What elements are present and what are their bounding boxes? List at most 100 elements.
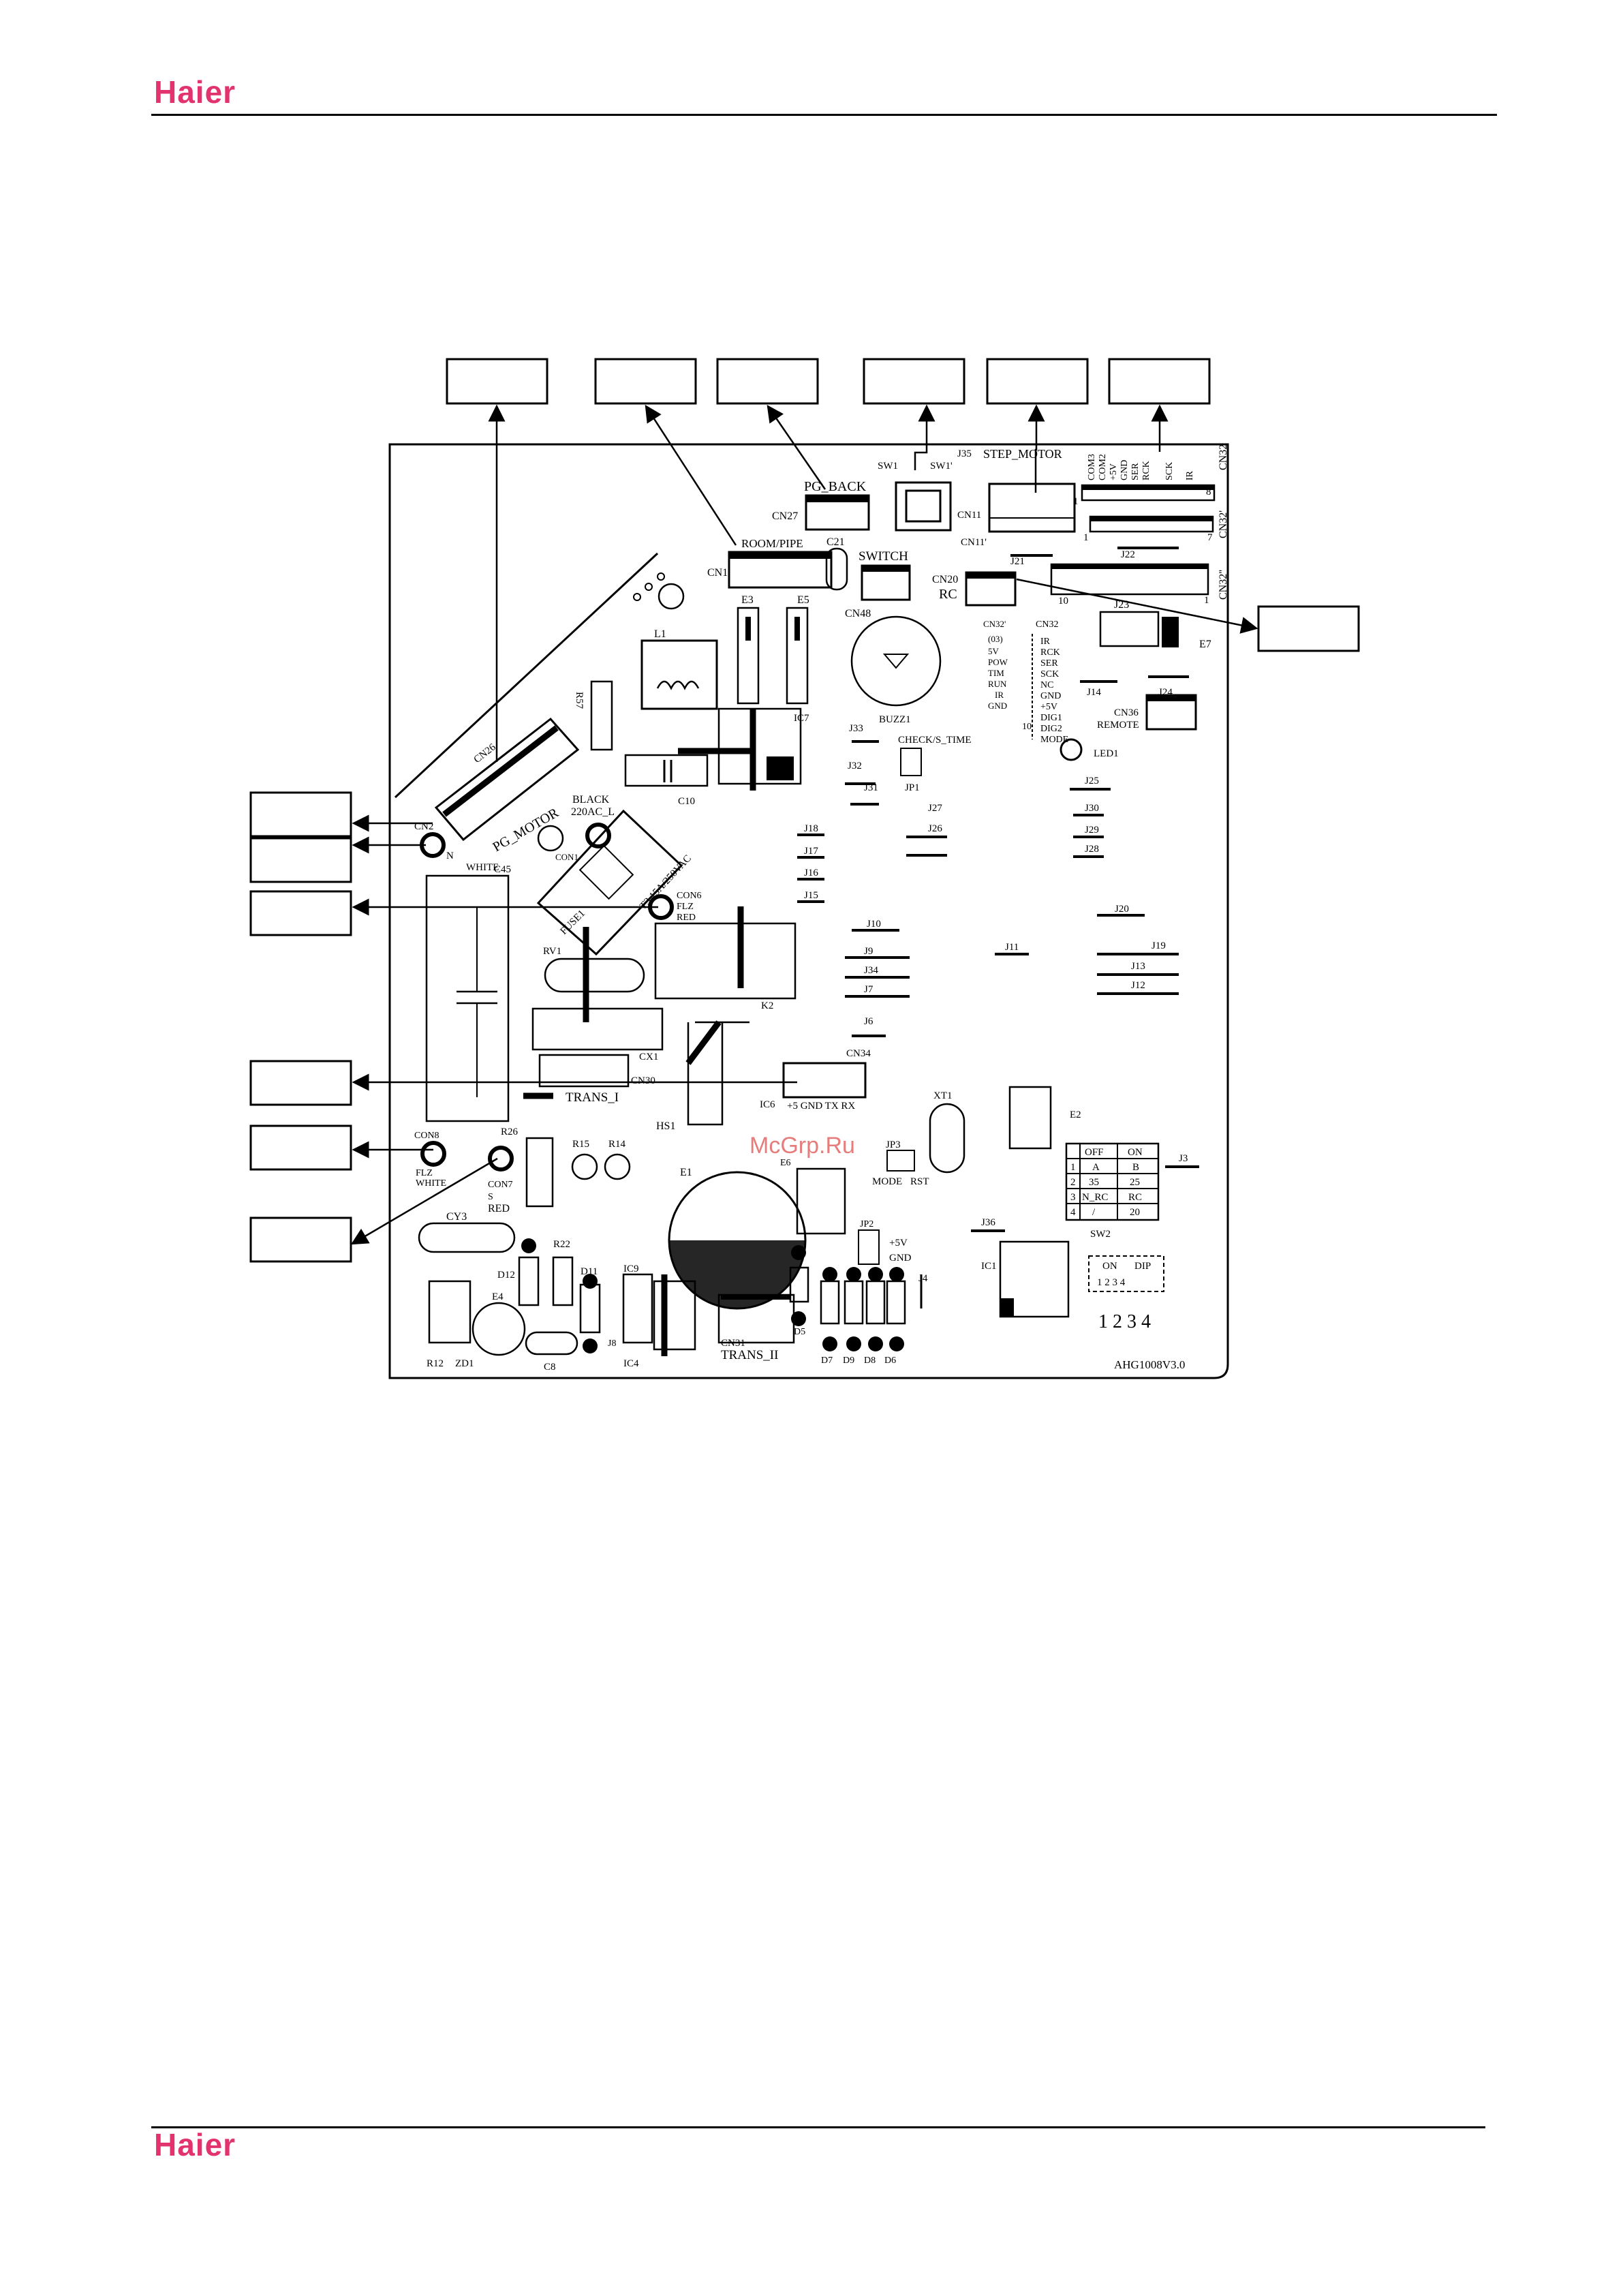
label-con1: CON1 (555, 852, 578, 862)
label-jp2-gnd: GND (889, 1253, 912, 1264)
cn32-left-pins: CN32' (03) 5V POW TIM RUN IR GND (983, 619, 1008, 711)
label-ic6: IC6 (760, 1099, 775, 1110)
label-k2: K2 (761, 1000, 773, 1011)
label-rst: RST (910, 1176, 929, 1187)
cy3-capacitor: CY3 (418, 1211, 516, 1253)
pin-label: SCK (1040, 669, 1059, 679)
label-dip-dip: DIP (1134, 1261, 1151, 1272)
jp3-header: JP3 MODE RST (872, 1139, 929, 1187)
label-cn32p-pin7: 7 (1207, 532, 1213, 543)
label-con7: CON7 (488, 1180, 513, 1190)
label-j6: J6 (864, 1016, 874, 1027)
label-l1: L1 (654, 628, 666, 640)
label-j20: J20 (1115, 904, 1129, 915)
label-r15: R15 (572, 1139, 589, 1150)
label-j29: J29 (1085, 825, 1099, 836)
label-cn2-white: WHITE (466, 862, 499, 873)
label-r14: R14 (608, 1139, 626, 1150)
label-cn32-pin8: 8 (1206, 487, 1211, 498)
label-j26: J26 (928, 823, 942, 834)
label-d6: D6 (884, 1356, 896, 1366)
r57-resistor: R57 (574, 680, 613, 751)
jp1-header (900, 748, 922, 776)
label-con7-s: S (488, 1192, 493, 1202)
label-trans-ii: TRANS_II (721, 1348, 778, 1362)
sw1-switch: SW1 SW1' J35 (878, 448, 972, 532)
pin-label: GND (1040, 691, 1061, 701)
label-cn48: CN48 (845, 608, 871, 619)
label-pg-back: PG_BACK (804, 479, 867, 494)
sw2-cell: N_RC (1082, 1192, 1108, 1203)
label-con8-white: WHITE (416, 1178, 446, 1189)
diagonal-board-edge (394, 552, 665, 799)
label-c21: C21 (826, 536, 845, 548)
pin-label: IR (995, 690, 1004, 700)
label-j17: J17 (804, 846, 818, 857)
sw2-cell: / (1092, 1207, 1096, 1218)
label-cn32p: CN32' (1218, 510, 1229, 538)
buzz1-buzzer: BUZZ1 (850, 615, 942, 725)
leader-arrows (350, 404, 1258, 1245)
label-box-top-6 (1108, 358, 1211, 405)
pin-label: RCK (1141, 461, 1151, 480)
pin-label: DIG2 (1040, 724, 1062, 734)
label-d5: D5 (794, 1327, 805, 1337)
sw2-cell: RC (1128, 1192, 1142, 1203)
pin-label: +5V (1040, 702, 1057, 712)
footer-rule (151, 2126, 1485, 2128)
label-con8: CON8 (414, 1131, 439, 1141)
pin-label: 5V (988, 646, 1000, 656)
label-c10: C10 (678, 796, 695, 807)
label-cx1: CX1 (639, 1052, 658, 1062)
label-room-pipe: ROOM/PIPE (741, 537, 803, 550)
label-j18: J18 (804, 823, 818, 834)
cn26-connector: CN26 (434, 717, 580, 842)
jp2-header: JP2 +5V GND J4 (858, 1219, 928, 1308)
label-box-top-2 (594, 358, 697, 405)
e4-capacitor: E4 (472, 1291, 526, 1356)
pin-label: GND (1119, 460, 1130, 480)
sw2-header-off: OFF (1085, 1147, 1104, 1158)
ic9-ic4: IC9 IC4 J8 (608, 1264, 696, 1369)
board-outline (388, 443, 1229, 1379)
label-box-top-4 (863, 358, 965, 405)
label-pg-motor: PG_MOTOR (491, 805, 562, 855)
label-j7: J7 (864, 984, 874, 995)
sw2-cell: B (1132, 1162, 1139, 1173)
sw2-cell: 20 (1130, 1207, 1140, 1218)
pin-label: MODE (1040, 735, 1068, 745)
label-j24: J24 (1158, 687, 1173, 698)
label-sw2: SW2 (1090, 1229, 1111, 1240)
label-j34: J34 (864, 965, 878, 976)
label-j9: J9 (864, 946, 873, 957)
label-dip-nums: 1 2 3 4 (1097, 1277, 1126, 1288)
label-rc: RC (939, 587, 957, 602)
label-cn32-pin1: 1 (1073, 496, 1079, 507)
con8-terminal: CON8 FLZ WHITE (414, 1131, 446, 1189)
label-e7: E7 (1199, 639, 1211, 650)
cn20-rc-connector: CN20 RC (932, 571, 1017, 607)
diodes-row: D5 D7 D9 D8 D6 (789, 1266, 906, 1366)
label-j16: J16 (804, 868, 818, 878)
label-dip-on: ON (1102, 1261, 1117, 1272)
cn32-right-pins: CN32 IR RCK SER SCK NC GND +5V DIG1 DIG2… (1022, 619, 1068, 745)
label-d7: D7 (821, 1356, 833, 1366)
label-cn1: CN1 (707, 567, 728, 579)
label-j19: J19 (1151, 940, 1166, 951)
label-j12: J12 (1131, 980, 1145, 991)
cx1-capacitor: CX1 (531, 1007, 664, 1062)
label-j36: J36 (981, 1217, 995, 1228)
pin-label: +5V (1109, 463, 1119, 480)
label-d9: D9 (843, 1356, 854, 1366)
label-box-left-4 (249, 1060, 352, 1106)
label-pin10: 10 (1022, 722, 1032, 732)
label-box-left-6 (249, 1216, 352, 1263)
pin-label: (03) (988, 634, 1003, 644)
header-brand-logo: Haier (154, 74, 236, 110)
label-jp2: JP2 (860, 1219, 874, 1229)
j23-e7-component: J23 E7 (1099, 599, 1211, 650)
pin-label: SCK (1164, 462, 1175, 480)
label-e3: E3 (741, 594, 754, 606)
e1-capacitor: E1 (668, 1167, 807, 1310)
label-ic1: IC1 (981, 1261, 997, 1272)
